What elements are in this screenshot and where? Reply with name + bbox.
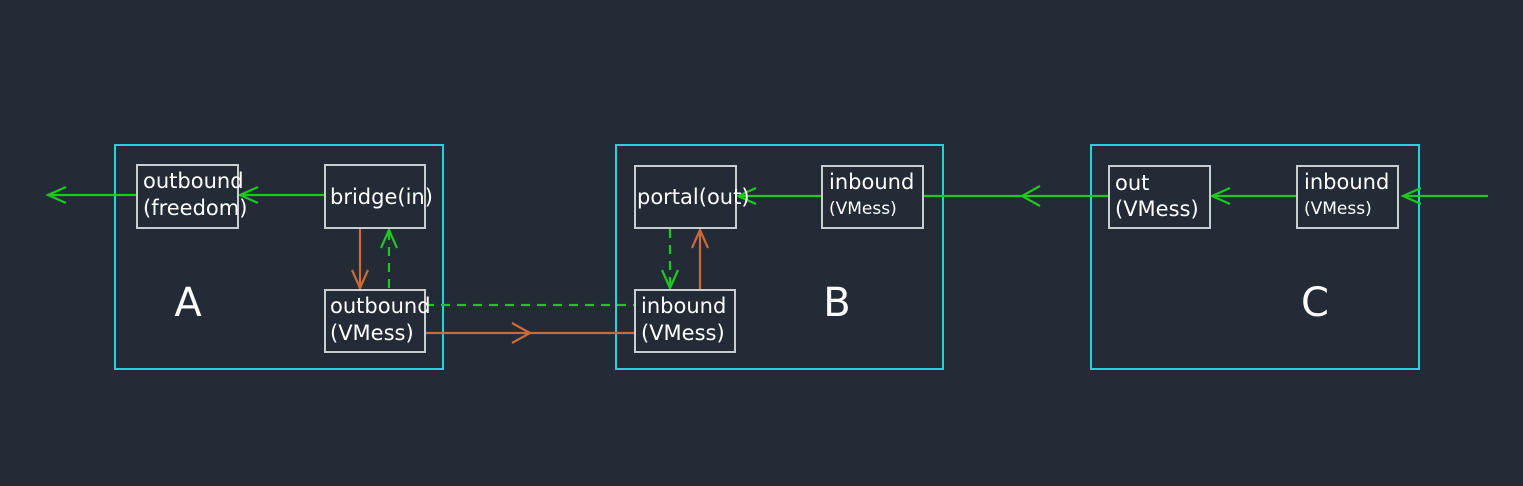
edge-portal-out-to-b-inbound-vmess[interactable] (660, 229, 680, 291)
node-a-outbound-freedom[interactable]: outbound (freedom) (136, 164, 247, 229)
node-label-line-2: (VMess) (330, 321, 414, 345)
node-box (324, 289, 426, 353)
group-label-a: A (174, 280, 202, 326)
group-frame-a[interactable] (114, 144, 444, 370)
group-frame-c[interactable] (1090, 144, 1420, 370)
node-label-line-1: portal(out) (637, 185, 750, 209)
node-b-inbound-vmess-top[interactable]: inbound (VMess) (821, 165, 924, 229)
node-box (1108, 165, 1211, 229)
edge-bridge-in-to-outbound-freedom[interactable] (237, 185, 325, 205)
node-box (821, 165, 924, 229)
group-label-c: C (1301, 280, 1329, 326)
node-c-out-vmess[interactable]: out (VMess) (1108, 165, 1211, 229)
node-box (634, 289, 736, 353)
node-label-line-2: (VMess) (1304, 199, 1372, 219)
edge-b-inbound-vmess-top-to-portal-out[interactable] (735, 186, 822, 206)
node-c-inbound-vmess[interactable]: inbound (VMess) (1296, 165, 1399, 229)
node-box (136, 164, 239, 229)
node-label-line-1: outbound (330, 294, 431, 318)
node-b-portal-out[interactable]: portal(out) (634, 165, 750, 229)
node-label-line-1: inbound (829, 170, 914, 194)
group-letters: A B C (174, 280, 1329, 326)
node-label-line-2: (VMess) (641, 321, 725, 345)
node-label-line-1: inbound (1304, 170, 1389, 194)
edge-client-to-c-inbound-vmess[interactable] (1400, 186, 1488, 206)
edge-c-out-vmess-to-b-inbound-vmess-top[interactable] (923, 185, 1109, 207)
node-box (1296, 165, 1399, 229)
edge-c-inbound-vmess-to-c-out-vmess[interactable] (1209, 186, 1297, 206)
edge-bridge-in-to-outbound-vmess[interactable] (350, 229, 370, 291)
edge-a-outbound-vmess-to-b-inbound-vmess[interactable] (425, 322, 635, 344)
node-a-bridge-in[interactable]: bridge(in) (324, 164, 433, 229)
edge-outbound-freedom-to-internet[interactable] (45, 185, 137, 205)
node-label-line-1: out (1115, 171, 1149, 195)
node-label-line-2: (VMess) (829, 199, 897, 219)
edge-outbound-vmess-to-bridge-in[interactable] (379, 227, 399, 288)
edge-b-inbound-vmess-to-portal-out[interactable] (690, 227, 710, 290)
node-label-line-1: inbound (641, 294, 726, 318)
group-frame-b[interactable] (615, 144, 944, 370)
node-label-line-2: (freedom) (143, 196, 247, 220)
node-label-line-1: outbound (143, 169, 244, 193)
node-label-line-2: (VMess) (1115, 197, 1199, 221)
node-box (324, 164, 426, 229)
node-a-outbound-vmess[interactable]: outbound (VMess) (324, 289, 431, 353)
group-label-b: B (823, 280, 850, 326)
node-label-line-1: bridge(in) (330, 185, 433, 209)
node-box (634, 165, 737, 229)
group-frames (114, 144, 1420, 370)
node-b-inbound-vmess-bottom[interactable]: inbound (VMess) (634, 289, 736, 353)
